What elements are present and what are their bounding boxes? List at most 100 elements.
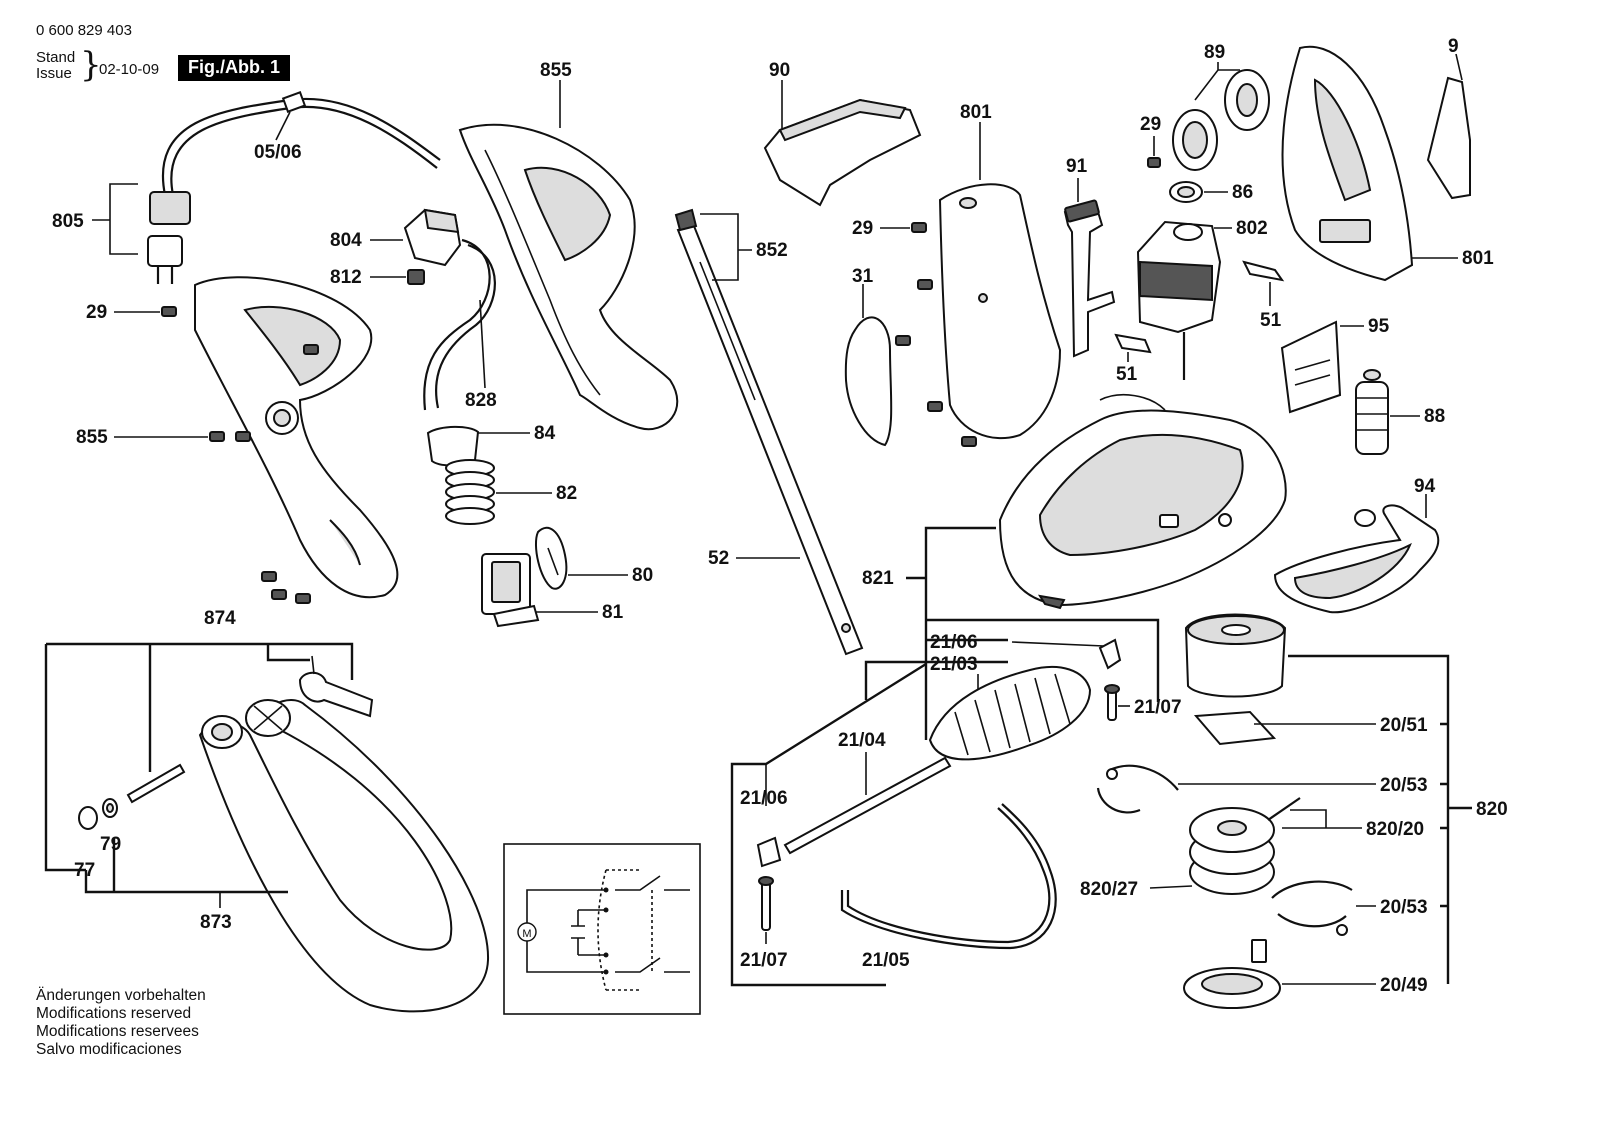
callout-21-04: 21/04 — [838, 730, 886, 751]
brush-holder-51b — [1242, 260, 1285, 282]
guard-hood-821 — [998, 394, 1287, 610]
brush-holder-51a — [1114, 333, 1152, 354]
callout-805: 805 — [52, 211, 84, 232]
callout-21-07a: 21/07 — [1134, 697, 1182, 718]
callout-79: 79 — [100, 834, 121, 855]
callout-812: 812 — [330, 267, 362, 288]
left-handle-housing — [194, 276, 399, 599]
guide-20-51 — [1193, 710, 1277, 746]
callout-21-03: 21/03 — [930, 654, 978, 675]
bracket-874 — [44, 642, 354, 894]
callout-29c: 29 — [1140, 114, 1161, 135]
callout-820: 820 — [1476, 799, 1508, 820]
callout-801a: 801 — [960, 102, 992, 123]
auxiliary-handle-873 — [198, 699, 490, 1013]
figure-badge: Fig./Abb. 1 — [178, 55, 290, 81]
pin-21-07a — [1104, 684, 1120, 721]
callout-91: 91 — [1066, 156, 1088, 177]
cover-plate-31 — [844, 316, 893, 447]
right-handle-housing — [458, 123, 679, 431]
callout-20-51: 20/51 — [1380, 715, 1428, 736]
callout-82: 82 — [556, 483, 577, 504]
leader-828 — [479, 299, 486, 389]
callout-20-53b: 20/53 — [1380, 897, 1428, 918]
callout-855a: 855 — [76, 427, 108, 448]
filter-88 — [1355, 369, 1389, 455]
leader-21-06a — [1011, 641, 1105, 647]
leader-820-27 — [1149, 885, 1193, 889]
coupling-21-06b — [756, 836, 782, 868]
callout-828: 828 — [465, 390, 497, 411]
deflector-95 — [1280, 320, 1342, 414]
bearing-86 — [1169, 181, 1203, 203]
document-number: 0 600 829 403 — [36, 22, 132, 39]
callout-21-06a: 21/06 — [930, 632, 978, 653]
bracket-94 — [1273, 504, 1440, 614]
grip-sleeve-21-03 — [928, 665, 1092, 761]
cable-21-05 — [840, 803, 1057, 950]
spool-cap-20-49 — [1183, 939, 1281, 1009]
callout-51a: 51 — [1116, 364, 1138, 385]
cap-77 — [78, 806, 98, 830]
callout-77: 77 — [74, 860, 95, 881]
callout-801b: 801 — [1462, 248, 1494, 269]
callout-29a: 29 — [86, 302, 107, 323]
issue-label: Issue — [36, 65, 72, 82]
callout-805-bracket — [92, 183, 138, 255]
callout-52: 52 — [708, 548, 729, 569]
callout-84: 84 — [534, 423, 556, 444]
note-es: Salvo modificaciones — [36, 1041, 182, 1058]
brace-glyph: } — [80, 45, 102, 85]
lock-button-80 — [534, 526, 568, 590]
callout-31: 31 — [852, 266, 874, 287]
power-cord — [147, 91, 441, 284]
callout-9: 9 — [1448, 36, 1459, 57]
motor-802 — [1136, 220, 1222, 380]
shaft-bracket — [730, 618, 1160, 987]
spool-820-20 — [1189, 797, 1301, 895]
callout-21-07b: 21/07 — [740, 950, 788, 971]
washer-79 — [102, 798, 118, 818]
screws-left-housing — [161, 306, 319, 604]
motor-housing-left — [938, 183, 1062, 440]
callout-855b: 855 — [540, 60, 572, 81]
shaft-21-04 — [783, 756, 952, 855]
callout-95: 95 — [1368, 316, 1390, 337]
note-fr: Modifications reservees — [36, 1023, 199, 1040]
callout-29b: 29 — [852, 218, 873, 239]
callout-89: 89 — [1204, 42, 1225, 63]
fan-89 — [1172, 62, 1270, 171]
bracket-821 — [906, 526, 996, 740]
switch-assembly — [403, 208, 496, 411]
leader-852 — [700, 213, 752, 281]
issue-date: 02-10-09 — [99, 61, 160, 78]
label-plate-9 — [1426, 76, 1471, 200]
callout-821: 821 — [862, 568, 894, 589]
callout-86: 86 — [1232, 182, 1253, 203]
callout-20-53a: 20/53 — [1380, 775, 1428, 796]
callout-88: 88 — [1424, 406, 1445, 427]
note-de: Änderungen vorbehalten — [36, 987, 206, 1004]
callout-20-49: 20/49 — [1380, 975, 1428, 996]
motor-symbol-label: M — [522, 928, 531, 940]
leader-820-20 — [1282, 809, 1362, 829]
spring-82 — [445, 459, 495, 525]
callout-51b: 51 — [1260, 310, 1282, 331]
knob-screw — [298, 655, 374, 718]
stand-label: Stand — [36, 49, 76, 66]
callout-802: 802 — [1236, 218, 1268, 239]
note-en: Modifications reserved — [36, 1005, 192, 1022]
callout-21-06b: 21/06 — [740, 788, 788, 809]
callout-81: 81 — [602, 602, 624, 623]
pin-21-07b — [758, 876, 774, 931]
callout-820-20: 820/20 — [1366, 819, 1424, 840]
callout-820-27: 820/27 — [1080, 879, 1138, 900]
callout-874: 874 — [204, 608, 236, 629]
lever-91 — [1063, 199, 1116, 358]
screw-29c — [1147, 157, 1161, 168]
callout-21-05: 21/05 — [862, 950, 910, 971]
callout-804: 804 — [330, 230, 362, 251]
motor-housing-right — [1281, 45, 1414, 282]
stand-issue-label: Stand Issue — [36, 50, 75, 82]
